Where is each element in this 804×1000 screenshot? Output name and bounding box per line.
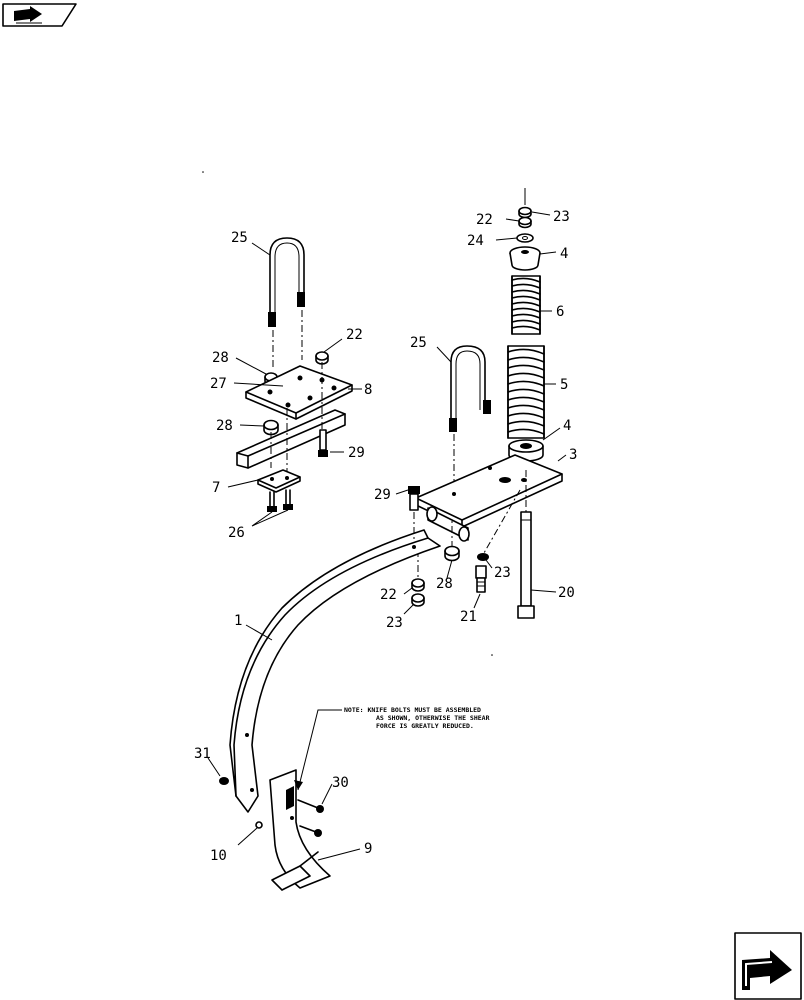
callout-27: 27 [210,376,227,392]
nut-28-right [444,545,460,562]
u-bolt-right [449,345,491,432]
frame-beam [236,409,346,469]
spring-6 [511,275,541,335]
callout-28-upper: 28 [212,350,229,366]
note-line-3: FORCE IS GREATLY REDUCED. [376,722,474,730]
washer-22-top [518,216,532,229]
callout-26: 26 [228,525,245,541]
callout-25-left: 25 [231,230,248,246]
nut-23-lower [411,593,425,607]
note-line-2: AS SHOWN, OTHERWISE THE SHEAR [376,714,490,722]
callout-28-right: 28 [436,576,453,592]
washer-24 [516,233,534,243]
callout-6: 6 [556,304,564,320]
callout-28-middle: 28 [216,418,233,434]
callout-3: 3 [569,447,577,463]
callout-21: 21 [460,609,477,625]
bolt-10 [255,821,263,829]
knife-9 [269,769,331,891]
callout-23-lower: 23 [386,615,403,631]
callout-22-top: 22 [476,212,493,228]
nut-23-top [518,206,532,219]
assembly-note: NOTE: KNIFE BOLTS MUST BE ASSEMBLED AS S… [344,706,490,730]
nut-22-lower [411,578,425,592]
callout-30: 30 [332,775,349,791]
callout-7: 7 [212,480,220,496]
callout-10: 10 [210,848,227,864]
callout-22-lower: 22 [380,587,397,603]
next-page-arrow-icon[interactable] [734,932,802,1000]
bolts-26 [267,489,293,512]
nut-23-right [477,553,489,561]
callout-23-right: 23 [494,565,511,581]
callout-22-left: 22 [346,327,363,343]
bolt-29-right [408,486,420,511]
callout-4-bottom: 4 [563,418,571,434]
callout-5: 5 [560,377,568,393]
shank-1 [229,529,441,813]
callout-23-top: 23 [553,209,570,225]
bolt-21 [475,565,487,593]
callout-4-top: 4 [560,246,568,262]
callout-24: 24 [467,233,484,249]
callout-29-right: 29 [374,487,391,503]
callout-9: 9 [364,841,372,857]
callout-20: 20 [558,585,575,601]
callout-25-right: 25 [410,335,427,351]
callout-1: 1 [234,613,242,629]
pivot-hinge [426,506,470,542]
book-arrow-icon[interactable] [2,3,77,27]
u-bolt-left [268,237,305,327]
long-bolt-20 [517,511,535,619]
callout-8: 8 [364,382,372,398]
knife-bolts-30 [297,799,324,837]
callout-29-left: 29 [348,445,365,461]
callout-leaders [207,211,567,861]
note-line-1: NOTE: KNIFE BOLTS MUST BE ASSEMBLED [344,706,481,714]
spring-5 [507,345,545,439]
nut-31 [219,777,229,785]
bolt-29-left [318,429,328,457]
clamp-plate-7 [257,469,301,493]
spring-cap-4-top [509,246,541,271]
callout-31: 31 [194,746,211,762]
callout-labels: 25 22 28 27 8 28 29 7 26 23 22 24 4 6 25… [194,209,577,864]
